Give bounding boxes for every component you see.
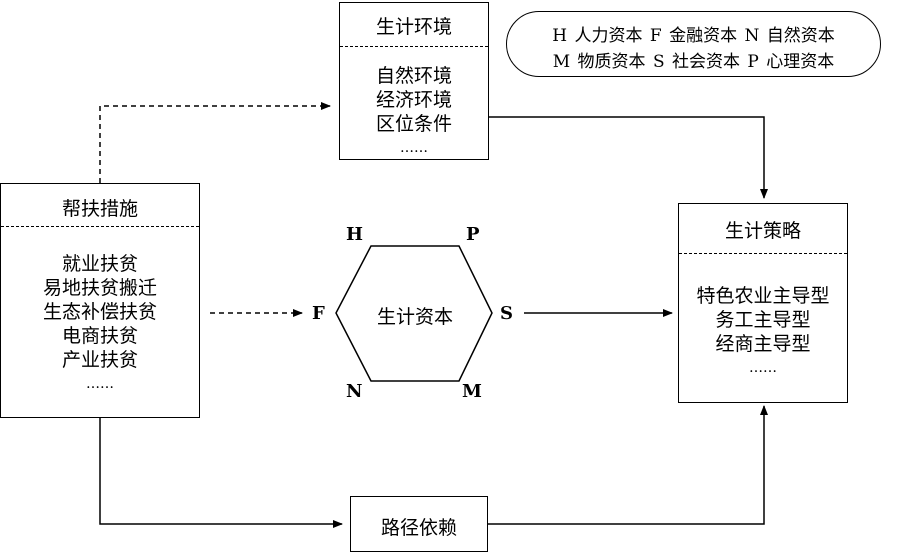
environment-title: 生计环境 bbox=[375, 16, 452, 38]
strategy-box: 生计策略 特色农业主导型 务工主导型 经商主导型 …… bbox=[678, 203, 848, 403]
arrow-measures-to-environment bbox=[99, 102, 331, 183]
measures-item: 产业扶贫 bbox=[61, 349, 138, 371]
strategy-separator bbox=[679, 253, 847, 254]
environment-item: …… bbox=[400, 140, 428, 156]
measures-item: 电商扶贫 bbox=[61, 325, 138, 347]
vertex-label-N: N bbox=[346, 381, 363, 402]
environment-separator bbox=[340, 46, 488, 47]
capital-hexagon bbox=[335, 245, 493, 382]
environment-box: 生计环境 自然环境 经济环境 区位条件 …… bbox=[339, 2, 489, 160]
arrow-environment-to-strategy bbox=[488, 116, 768, 199]
path-dependence-box: 路径依赖 bbox=[350, 496, 488, 552]
vertex-label-P: P bbox=[466, 224, 480, 245]
environment-item: 区位条件 bbox=[375, 113, 452, 135]
environment-item: 经济环境 bbox=[375, 89, 452, 111]
measures-items: 就业扶贫 易地扶贫搬迁 生态补偿扶贫 电商扶贫 产业扶贫 …… bbox=[1, 252, 199, 396]
measures-item: 生态补偿扶贫 bbox=[42, 301, 157, 323]
vertex-label-H: H bbox=[346, 224, 364, 245]
strategy-item: 经商主导型 bbox=[715, 333, 811, 355]
arrow-measures-to-path bbox=[99, 418, 343, 528]
strategy-title: 生计策略 bbox=[724, 220, 801, 242]
measures-title: 帮扶措施 bbox=[61, 198, 138, 220]
legend-row-2: M 物质资本 S 社会资本 P 心理资本 bbox=[552, 52, 835, 72]
capital-legend: H 人力资本 F 金融资本 N 自然资本 M 物质资本 S 社会资本 P 心理资… bbox=[506, 11, 881, 77]
measures-item: 就业扶贫 bbox=[61, 253, 138, 275]
measures-box: 帮扶措施 就业扶贫 易地扶贫搬迁 生态补偿扶贫 电商扶贫 产业扶贫 …… bbox=[0, 183, 200, 418]
capital-title: 生计资本 bbox=[376, 306, 453, 328]
path-dependence-title: 路径依赖 bbox=[380, 517, 457, 539]
measures-item: …… bbox=[86, 376, 114, 392]
strategy-item: 特色农业主导型 bbox=[696, 285, 830, 307]
legend-row-1: H 人力资本 F 金融资本 N 自然资本 bbox=[552, 26, 835, 46]
environment-item: 自然环境 bbox=[375, 65, 452, 87]
arrow-path-to-strategy bbox=[488, 405, 768, 525]
vertex-label-S: S bbox=[500, 303, 513, 324]
measures-item: 易地扶贫搬迁 bbox=[42, 277, 157, 299]
strategy-items: 特色农业主导型 务工主导型 经商主导型 …… bbox=[679, 284, 847, 380]
strategy-item: …… bbox=[749, 360, 777, 376]
vertex-label-F: F bbox=[312, 303, 325, 324]
vertex-label-M: M bbox=[462, 381, 482, 402]
measures-separator bbox=[1, 226, 199, 227]
environment-items: 自然环境 经济环境 区位条件 …… bbox=[340, 64, 488, 160]
strategy-item: 务工主导型 bbox=[715, 309, 811, 331]
